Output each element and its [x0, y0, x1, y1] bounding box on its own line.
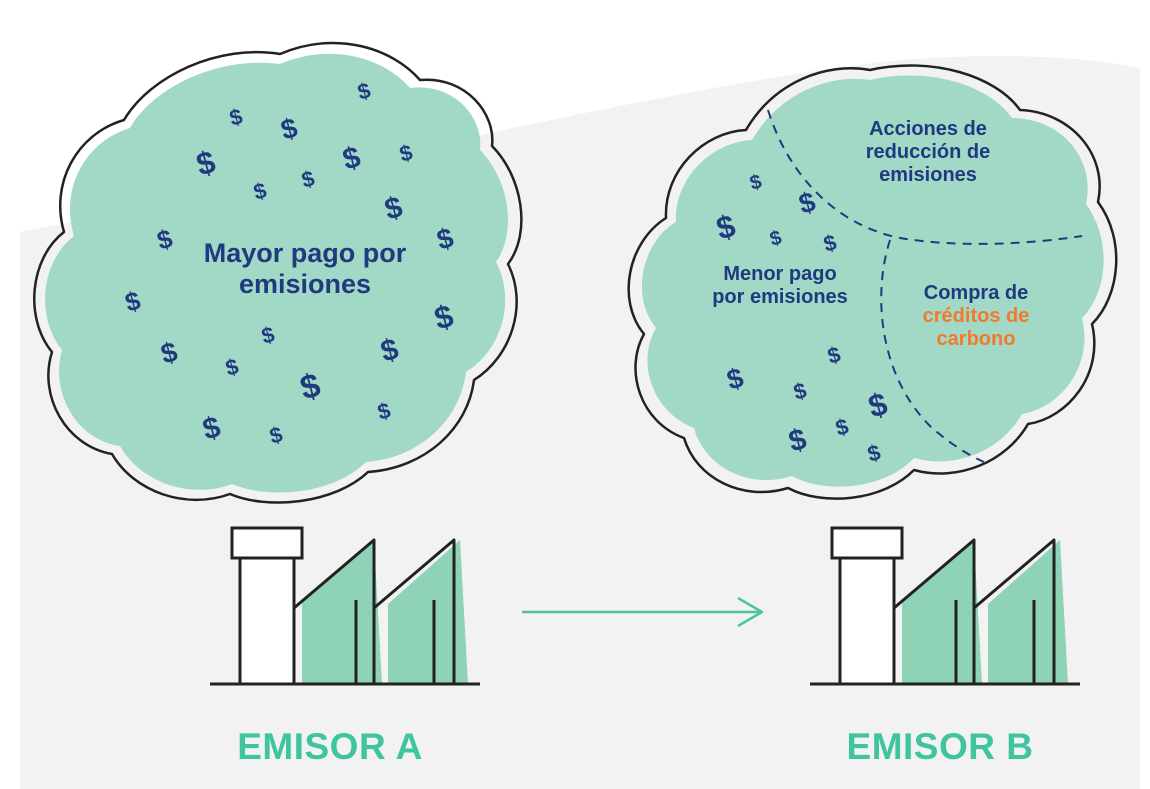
cloud-b-left-text: Menor pago por emisiones [712, 263, 848, 308]
dollar-icon: $ [748, 171, 764, 195]
factory-icon [810, 526, 1080, 686]
dollar-icon: $ [768, 227, 784, 251]
divider-right [880, 239, 985, 463]
divider-top [767, 109, 1083, 245]
emissions-cloud-a [33, 41, 523, 504]
carbon-credits-intro: Compra de [923, 282, 1029, 304]
factory-icon [210, 526, 480, 686]
cloud-b-top-text: Acciones de reducción de emisiones [865, 118, 991, 186]
emissions-cloud-b [627, 64, 1118, 500]
emitter-a-label: EMISOR A [237, 726, 423, 767]
carbon-credits-highlight: créditos de carbono [922, 305, 1030, 350]
arrow-right-icon [522, 596, 764, 628]
emitter-b-label: EMISOR B [846, 726, 1034, 767]
cloud-b-right-text: Compra de créditos de carbono [890, 282, 1062, 351]
cloud-a-text: Mayor pago por emisiones [203, 238, 407, 300]
